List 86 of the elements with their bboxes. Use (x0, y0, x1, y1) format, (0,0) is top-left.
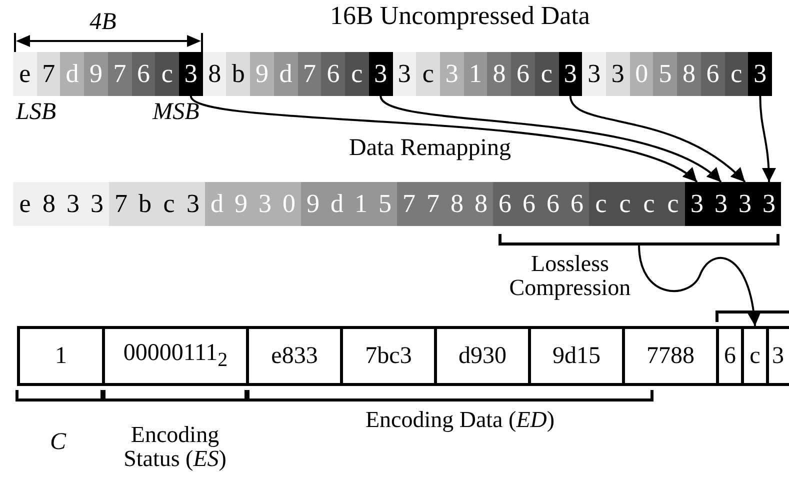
data-cell: c (661, 182, 685, 226)
data-cell: 3 (757, 182, 781, 226)
data-cell: 6 (700, 52, 725, 96)
data-cell: 7 (108, 52, 132, 96)
annotation-label: C (48, 430, 68, 456)
data-cell: 5 (653, 52, 678, 96)
data-cell: d (274, 52, 298, 96)
data-cell: e (13, 182, 37, 226)
data-cell: 6 (565, 182, 589, 226)
dimension-label: 4B (88, 10, 118, 36)
annotation-label: Lossless Compression (508, 252, 632, 300)
arrow (380, 95, 722, 183)
field-box: d930 (434, 326, 531, 386)
data-cell: b (226, 52, 250, 96)
data-cell: 1 (464, 52, 488, 96)
data-cell: 6 (541, 182, 565, 226)
data-cell: 3 (61, 182, 85, 226)
data-cell: 3 (709, 182, 733, 226)
data-cell: 9 (229, 182, 253, 226)
data-cell: c (155, 52, 180, 96)
annotation-label: Data Remapping (348, 136, 512, 162)
data-cell: 7 (397, 182, 421, 226)
data-cell: 3 (606, 52, 630, 96)
data-cell: c (345, 52, 369, 96)
data-cell: 6 (511, 52, 535, 96)
annotation-label: Encoding Status (ES) (122, 423, 228, 472)
field-box: 7bc3 (340, 326, 437, 386)
data-cell: 9 (84, 52, 108, 96)
data-cell: 8 (487, 52, 512, 96)
data-cell: 3 (368, 52, 393, 96)
diagram-title: 16B Uncompressed Data (329, 2, 591, 30)
data-cell: c (416, 52, 440, 96)
data-cell: b (133, 182, 157, 226)
data-cell: 7 (421, 182, 445, 226)
field-box: 1 (17, 326, 105, 386)
data-cell: d (325, 182, 349, 226)
data-cell: 3 (85, 182, 109, 226)
data-cell: c (589, 182, 613, 226)
data-cell: c (637, 182, 661, 226)
data-cell: 8 (202, 52, 226, 96)
data-cell: 6 (493, 182, 517, 226)
annotation-label: LSB (14, 100, 57, 126)
field-box: 00000111$_{2}$ (102, 326, 249, 386)
annotation-label: Encoding Data (ED) (364, 408, 556, 432)
data-cell: 9 (301, 182, 325, 226)
data-cell: e (13, 52, 37, 96)
data-cell: 8 (677, 52, 701, 96)
data-cell: 7 (109, 182, 133, 226)
data-cell: 3 (748, 52, 772, 96)
data-cell: c (534, 52, 559, 96)
data-cell: d (205, 182, 229, 226)
data-cell: 3 (733, 182, 757, 226)
data-cell: 3 (685, 182, 709, 226)
arrow (569, 96, 746, 183)
data-cell: 0 (630, 52, 654, 96)
data-cell: 0 (277, 182, 301, 226)
data-cell: 6 (321, 52, 346, 96)
data-cell: 3 (181, 182, 205, 226)
data-cell: c (157, 182, 181, 226)
data-cell: 7 (298, 52, 322, 96)
data-cell: 3 (179, 52, 203, 96)
data-cell: 1 (349, 182, 373, 226)
annotation-label: MSB (151, 100, 200, 126)
data-cell: 5 (373, 182, 397, 226)
data-cell: 6 (517, 182, 541, 226)
arrow (638, 244, 760, 326)
data-cell: 8 (469, 182, 493, 226)
field-box: 7788 (622, 326, 719, 386)
data-cell: 9 (250, 52, 274, 96)
data-cell: 6 (132, 52, 156, 96)
data-cell: 7 (36, 52, 60, 96)
arrow (190, 95, 698, 183)
data-cell: 3 (253, 182, 277, 226)
data-cell: 3 (392, 52, 416, 96)
data-cell: 3 (582, 52, 606, 96)
field-box: 3 (766, 326, 789, 386)
data-cell: c (613, 182, 637, 226)
data-cell: 3 (558, 52, 582, 96)
arrow (759, 96, 776, 182)
data-cell: d (60, 52, 84, 96)
data-cell: c (724, 52, 748, 96)
data-cell: 3 (440, 52, 464, 96)
data-cell: 8 (445, 182, 469, 226)
data-cell: 8 (37, 182, 61, 226)
field-box: 9d15 (528, 326, 625, 386)
field-box: e833 (246, 326, 343, 386)
